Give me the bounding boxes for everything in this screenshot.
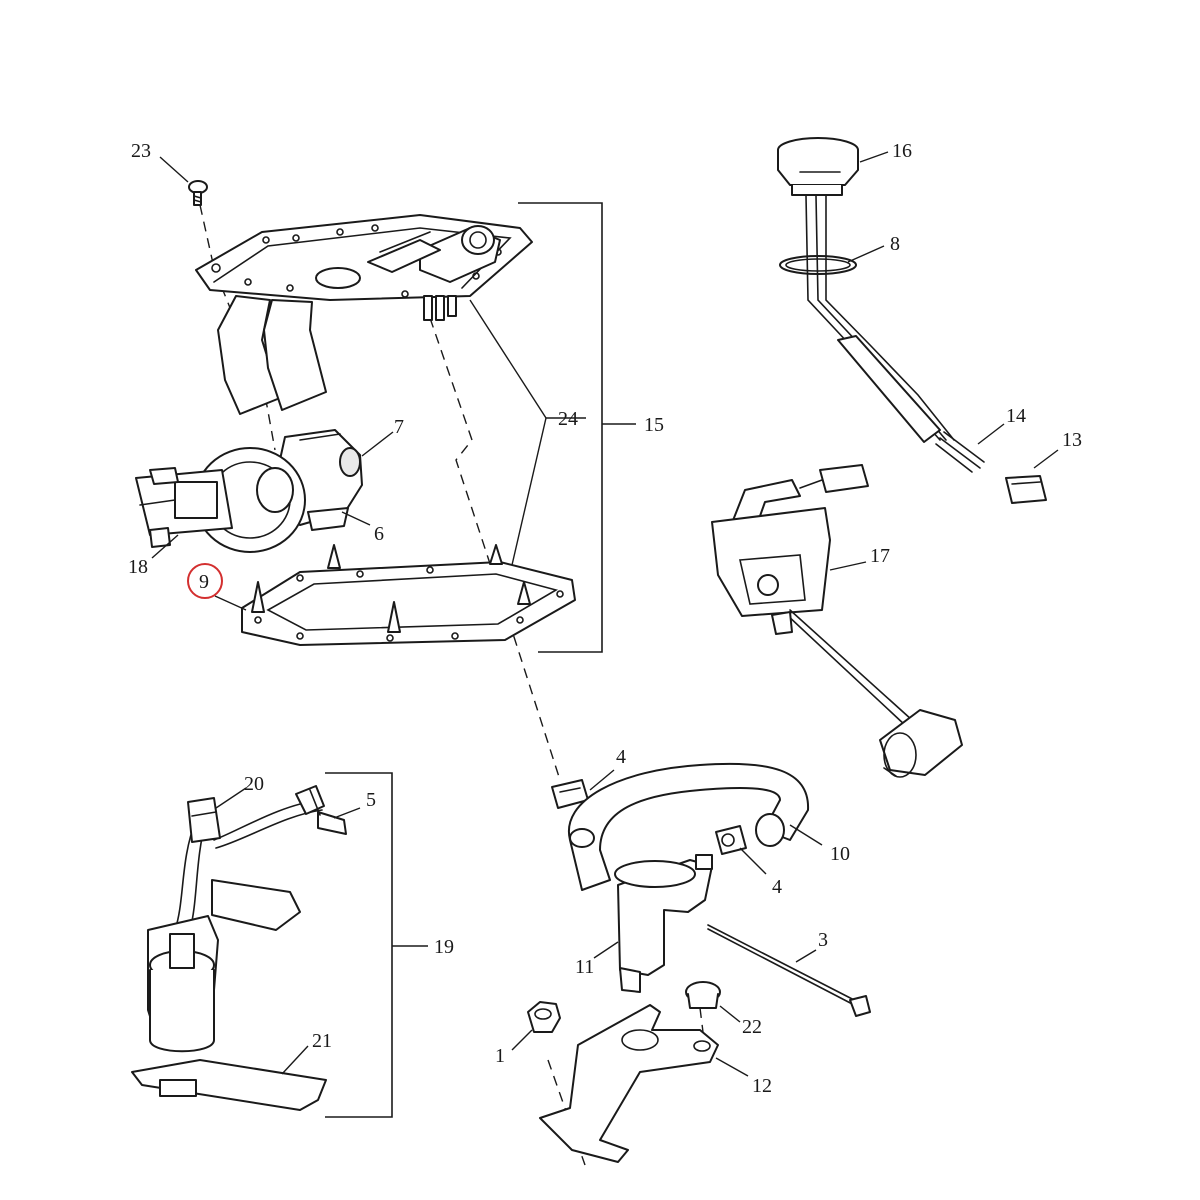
callout-24: 24 (558, 408, 578, 430)
callout-5: 5 (366, 789, 376, 811)
fuel-pump-cover-plate (195, 214, 533, 321)
gasket-9 (241, 544, 576, 646)
callout-4-lower: 4 (772, 876, 782, 898)
callout-22: 22 (742, 1016, 762, 1038)
screw-23 (188, 180, 208, 206)
callout-12: 12 (752, 1075, 772, 1097)
nut-1 (527, 1001, 561, 1033)
callout-18: 18 (128, 556, 148, 578)
callout-14: 14 (1006, 405, 1026, 427)
callout-3: 3 (818, 929, 828, 951)
callout-11: 11 (575, 956, 594, 978)
callout-4-upper: 4 (616, 746, 626, 768)
callout-7: 7 (394, 416, 404, 438)
grommet-22 (685, 981, 721, 1009)
gauge-16 (777, 137, 859, 196)
wire-harness-14 (805, 195, 985, 473)
filter-bracket-12 (539, 1004, 719, 1163)
leader-lines (151, 151, 1059, 1077)
callout-16: 16 (892, 140, 912, 162)
assembly-line-left (199, 204, 276, 451)
callout-10: 10 (830, 843, 850, 865)
fitting-5 (295, 785, 347, 835)
callout-9: 9 (199, 571, 209, 593)
callout-13: 13 (1062, 429, 1082, 451)
fuel-filter-11 (614, 854, 713, 993)
fuel-pump-assembly-19 (131, 799, 327, 1111)
level-sender-17 (711, 464, 963, 778)
cable-tie-3 (707, 924, 871, 1017)
callout-labels: 23 7 6 18 9 24 15 16 8 14 13 17 4 4 10 1… (128, 140, 1082, 1097)
callout-15: 15 (644, 414, 664, 436)
assembly-line-center (429, 317, 561, 781)
callout-23: 23 (131, 140, 151, 162)
callout-17: 17 (870, 545, 890, 567)
connector-13 (1005, 475, 1047, 504)
connector-housing-18 (135, 467, 233, 548)
pump-mounting-bracket (217, 295, 327, 415)
callout-19: 19 (434, 936, 454, 958)
pump-bracket-6 (307, 507, 349, 531)
callout-1: 1 (495, 1045, 505, 1067)
bracket-19 (325, 772, 393, 1118)
bracket-15 (518, 202, 603, 653)
highlight-circle-9 (187, 563, 223, 599)
callout-6: 6 (374, 523, 384, 545)
connector-20 (187, 797, 221, 843)
callout-21: 21 (312, 1030, 332, 1052)
callout-20: 20 (244, 773, 264, 795)
fuel-hose-10 (567, 762, 810, 891)
callout-8: 8 (890, 233, 900, 255)
hose-clamp-4-lower (715, 825, 747, 855)
